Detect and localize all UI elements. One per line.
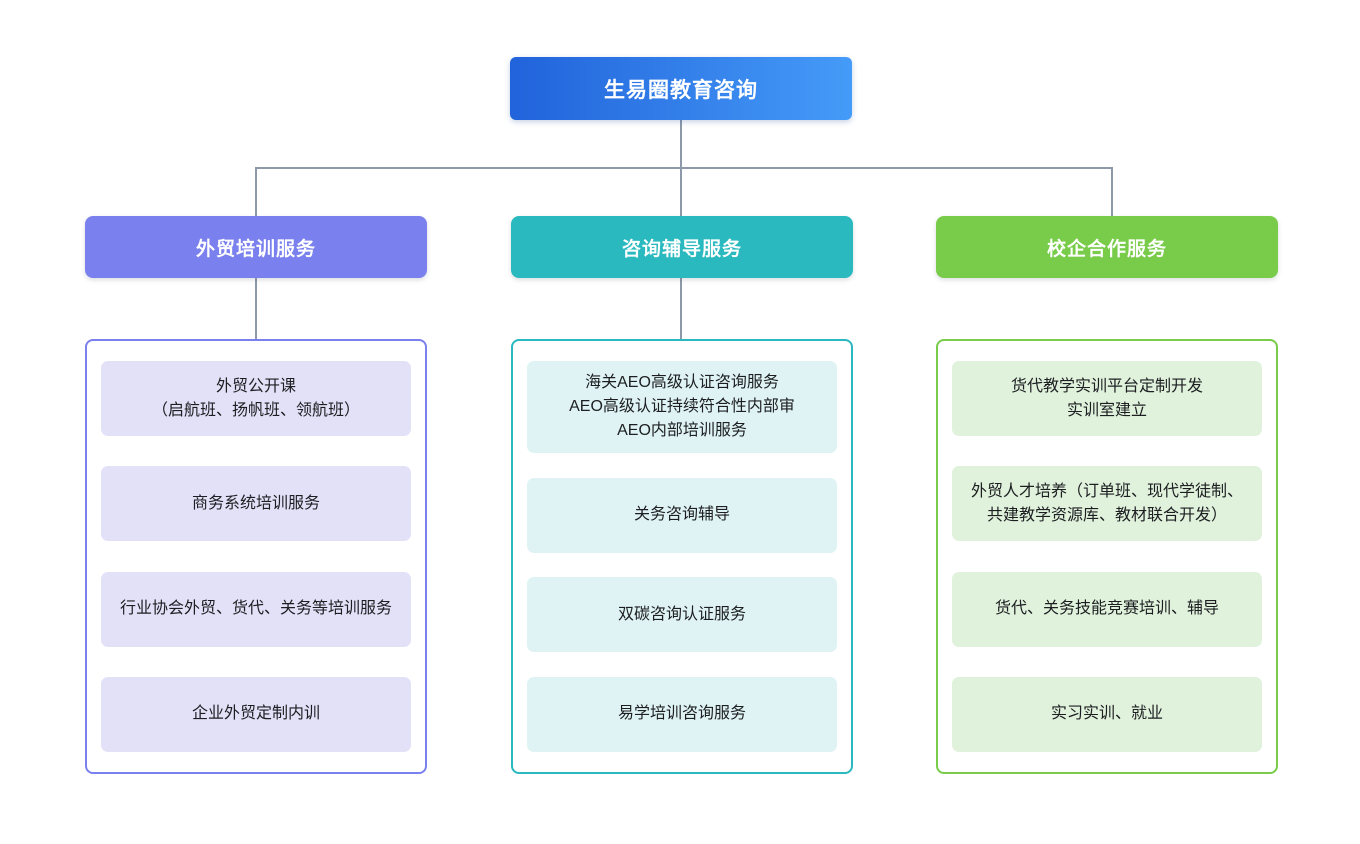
connector-root-down: [680, 120, 682, 168]
branch-header-trade-training: 外贸培训服务: [85, 216, 427, 278]
service-card: 双碳咨询认证服务: [527, 577, 837, 653]
connector-branch2-box: [680, 278, 682, 339]
service-card: 易学培训咨询服务: [527, 676, 837, 752]
connector-branch3-drop: [1111, 167, 1113, 216]
branch-box-consulting: 海关AEO高级认证咨询服务 AEO高级认证持续符合性内部审 AEO内部培训服务 …: [511, 339, 853, 774]
service-card: 企业外贸定制内训: [101, 676, 411, 752]
branch-box-trade-training: 外贸公开课 （启航班、扬帆班、领航班） 商务系统培训服务 行业协会外贸、货代、关…: [85, 339, 427, 774]
branch-school-enterprise: 校企合作服务 货代教学实训平台定制开发 实训室建立 外贸人才培养（订单班、现代学…: [936, 216, 1278, 774]
branch-label: 外贸培训服务: [195, 238, 316, 260]
branch-header-consulting: 咨询辅导服务: [511, 216, 853, 278]
connector-branch1-drop: [255, 167, 257, 216]
branch-consulting: 咨询辅导服务 海关AEO高级认证咨询服务 AEO高级认证持续符合性内部审 AEO…: [511, 216, 853, 774]
service-card: 关务咨询辅导: [527, 477, 837, 553]
service-card: 商务系统培训服务: [101, 466, 411, 542]
branch-label: 咨询辅导服务: [621, 238, 742, 260]
service-card: 外贸人才培养（订单班、现代学徒制、共建教学资源库、教材联合开发）: [952, 466, 1262, 542]
service-card: 外贸公开课 （启航班、扬帆班、领航班）: [101, 361, 411, 436]
branch-box-school-enterprise: 货代教学实训平台定制开发 实训室建立 外贸人才培养（订单班、现代学徒制、共建教学…: [936, 339, 1278, 774]
service-card: 货代教学实训平台定制开发 实训室建立: [952, 361, 1262, 436]
connector-branch1-box: [255, 278, 257, 339]
root-node-label: 生易圈教育咨询: [604, 78, 758, 102]
root-node: 生易圈教育咨询: [510, 57, 852, 120]
branch-label: 校企合作服务: [1046, 238, 1167, 260]
service-card: 货代、关务技能竞赛培训、辅导: [952, 571, 1262, 647]
service-card: 行业协会外贸、货代、关务等培训服务: [101, 571, 411, 647]
service-card: 海关AEO高级认证咨询服务 AEO高级认证持续符合性内部审 AEO内部培训服务: [527, 361, 837, 453]
branch-trade-training: 外贸培训服务 外贸公开课 （启航班、扬帆班、领航班） 商务系统培训服务 行业协会…: [85, 216, 427, 774]
connector-horizontal: [256, 167, 1113, 169]
branch-header-school-enterprise: 校企合作服务: [936, 216, 1278, 278]
service-card: 实习实训、就业: [952, 676, 1262, 752]
connector-branch2-drop: [680, 167, 682, 216]
